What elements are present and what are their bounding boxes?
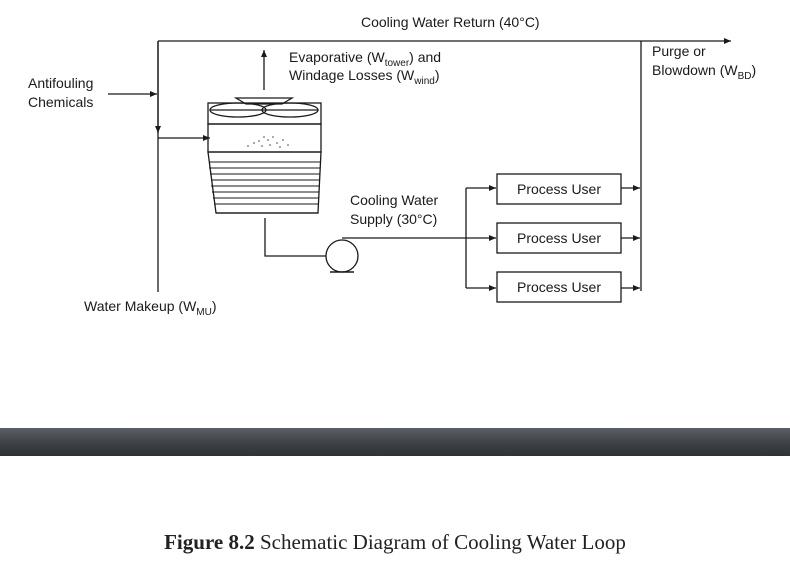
blowdown-label: Blowdown (WBD) xyxy=(652,62,756,82)
cooling-tower xyxy=(207,97,322,214)
divider-band xyxy=(0,428,790,456)
supply-temp-label: Supply (30°C) xyxy=(350,211,437,227)
process-user-box-1 xyxy=(496,173,622,205)
purge-label: Purge or xyxy=(652,43,706,59)
tower-outlet-line xyxy=(264,218,326,257)
process-user-box-3 xyxy=(496,271,622,303)
return-label: Cooling Water Return (40°C) xyxy=(361,14,540,30)
process-user-box-2 xyxy=(496,222,622,254)
antifouling-label: Antifouling xyxy=(28,75,93,91)
figure-number: Figure 8.2 xyxy=(164,530,255,554)
pump-icon xyxy=(325,239,359,273)
process-user-label-3: Process User xyxy=(517,279,601,295)
spray-dots xyxy=(247,136,289,148)
chemicals-label: Chemicals xyxy=(28,94,93,110)
figure-caption: Figure 8.2 Schematic Diagram of Cooling … xyxy=(0,530,790,555)
windage-label: Windage Losses (Wwind) xyxy=(289,67,440,87)
supply-label: Cooling Water xyxy=(350,192,439,208)
process-user-label-2: Process User xyxy=(517,230,601,246)
figure-title: Schematic Diagram of Cooling Water Loop xyxy=(254,530,626,554)
makeup-label: Water Makeup (WMU) xyxy=(84,298,217,318)
cooling-water-loop-diagram: Cooling Water Return (40°C) Evaporative … xyxy=(28,14,756,318)
fan-icon xyxy=(209,97,319,118)
process-user-label-1: Process User xyxy=(517,181,601,197)
evaporative-label: Evaporative (Wtower) and xyxy=(289,49,441,69)
